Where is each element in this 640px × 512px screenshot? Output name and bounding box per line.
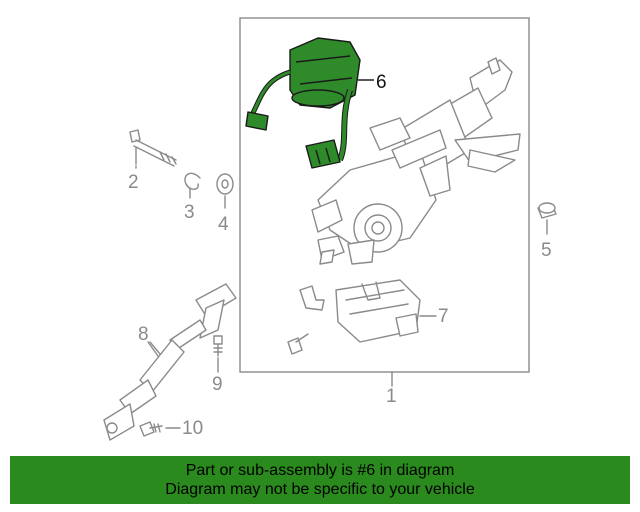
part-9-bolt[interactable] xyxy=(213,335,223,373)
part-5-grommet[interactable] xyxy=(537,202,557,235)
callout-4: 4 xyxy=(218,214,229,235)
callout-1: 1 xyxy=(386,386,397,407)
callout-2: 2 xyxy=(128,172,139,193)
callout-10: 10 xyxy=(182,418,203,439)
part-6-highlighted[interactable] xyxy=(245,37,361,169)
part-4-washer[interactable] xyxy=(216,173,234,209)
callout-5: 5 xyxy=(541,240,552,261)
part-7-module[interactable] xyxy=(335,279,437,343)
banner-line-2: Diagram may not be specific to your vehi… xyxy=(165,481,475,498)
banner-line-1: Part or sub-assembly is #6 in diagram xyxy=(185,462,455,479)
part-10-bolt[interactable] xyxy=(139,421,181,437)
callout-8: 8 xyxy=(138,324,149,345)
bolt-small xyxy=(287,333,309,355)
callout-9: 9 xyxy=(212,374,223,395)
info-banner: Part or sub-assembly is #6 in diagram Di… xyxy=(10,456,630,504)
callout-6: 6 xyxy=(376,72,387,93)
steering-column xyxy=(311,57,521,265)
part-8-shaft[interactable] xyxy=(103,283,237,441)
assembly-frame xyxy=(239,17,530,373)
part-3-clip[interactable] xyxy=(184,172,201,190)
callout-7: 7 xyxy=(438,306,449,327)
parts-diagram: 1 2 3 4 5 6 7 8 9 10 xyxy=(103,17,557,441)
part-2-bolt[interactable] xyxy=(129,129,177,167)
leader-8 xyxy=(147,341,159,357)
callout-3: 3 xyxy=(184,202,195,223)
bracket xyxy=(299,285,325,311)
